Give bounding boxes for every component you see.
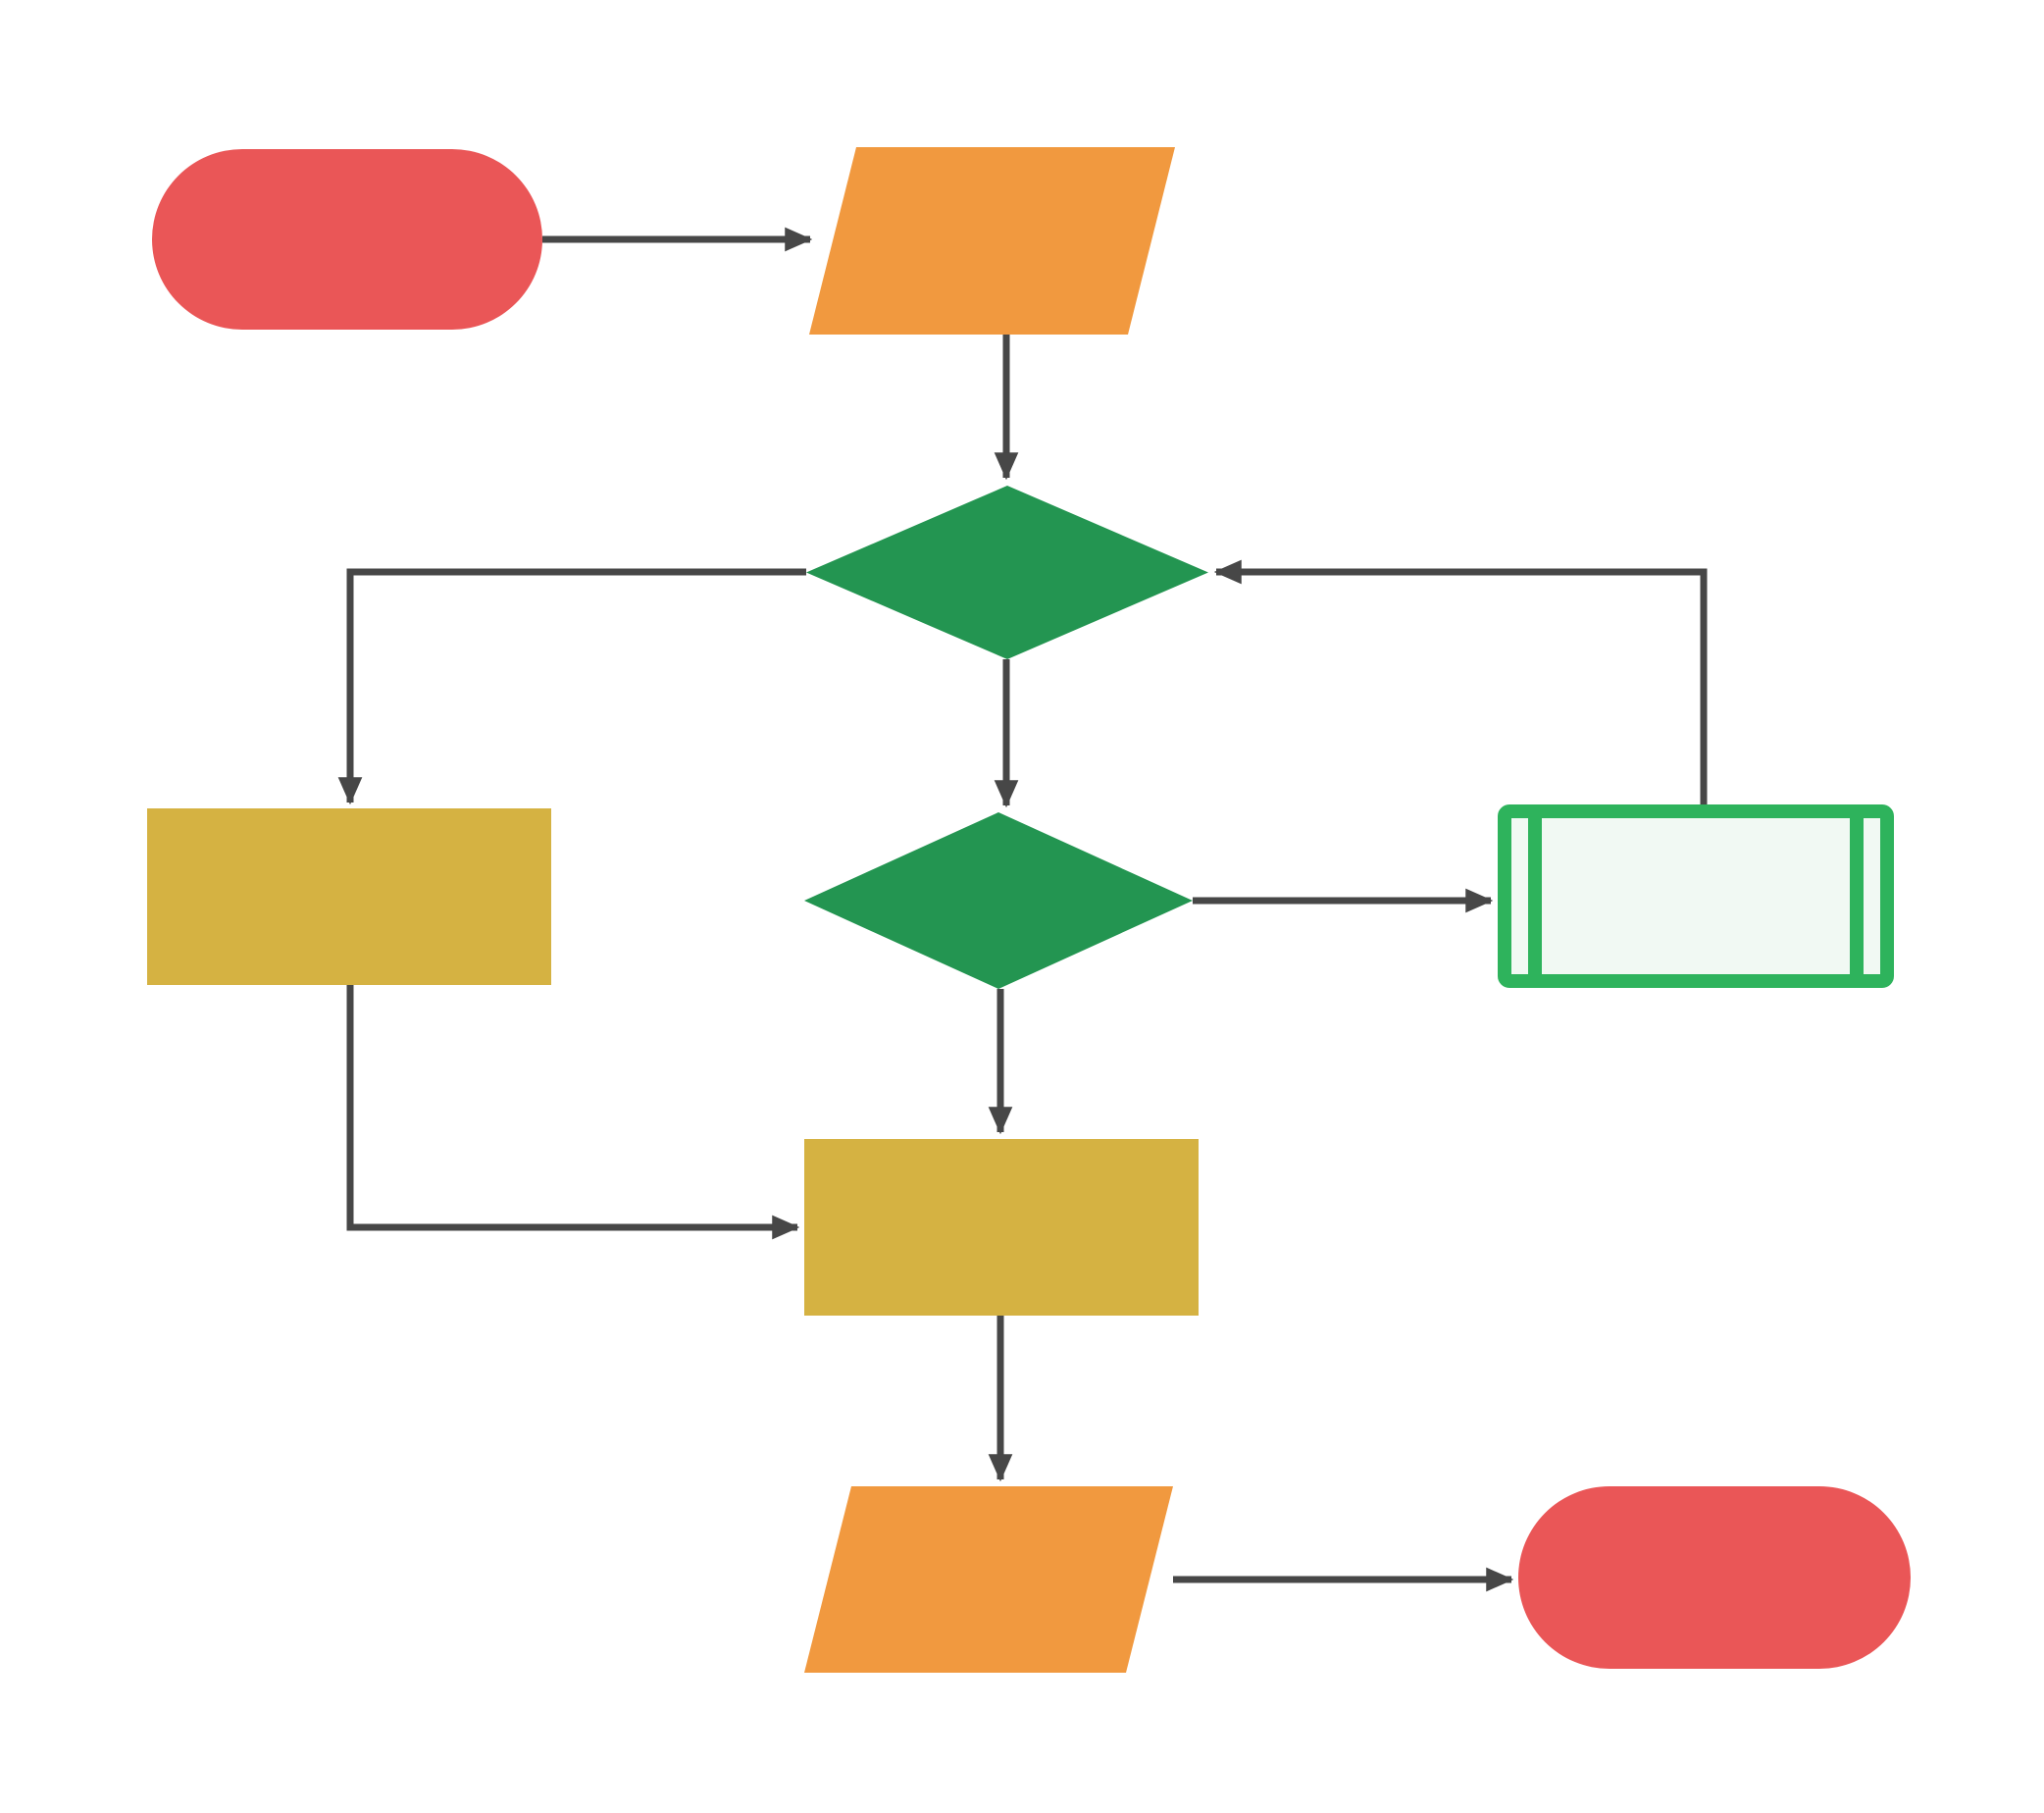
input-parallelogram-top-body[interactable] [809, 147, 1175, 335]
end-terminator-body[interactable] [1518, 1486, 1911, 1669]
edge-decision1-left-to-process1[interactable] [337, 568, 806, 805]
predefined-process-right[interactable] [1498, 804, 1894, 988]
process-rectangle-center[interactable] [804, 1139, 1199, 1316]
start-terminator-body[interactable] [152, 149, 542, 330]
edge-process1-to-process2-line [346, 985, 800, 1240]
process-rectangle-left[interactable] [147, 808, 551, 985]
start-terminator[interactable] [152, 149, 542, 330]
edge-process1-to-process2[interactable] [346, 985, 800, 1240]
output-parallelogram-bottom[interactable] [804, 1486, 1173, 1673]
edge-subroutine-loopback-to-decision1[interactable] [1213, 559, 1708, 804]
process-rectangle-center-body[interactable] [804, 1139, 1199, 1316]
edge-subroutine-loopback-to-decision1-line [1213, 559, 1708, 804]
edge-layer [337, 227, 1708, 1592]
input-parallelogram-top[interactable] [809, 147, 1175, 335]
output-parallelogram-bottom-body[interactable] [804, 1486, 1173, 1673]
edge-decision1-left-to-process1-line [337, 568, 806, 805]
decision-diamond-primary[interactable] [806, 486, 1208, 659]
decision-diamond-secondary[interactable] [804, 812, 1193, 989]
node-layer [147, 147, 1911, 1673]
end-terminator[interactable] [1518, 1486, 1911, 1669]
predefined-process-right-body[interactable] [1498, 804, 1894, 988]
process-rectangle-left-body[interactable] [147, 808, 551, 985]
decision-diamond-primary-body[interactable] [806, 486, 1208, 659]
decision-diamond-secondary-body[interactable] [804, 812, 1193, 989]
